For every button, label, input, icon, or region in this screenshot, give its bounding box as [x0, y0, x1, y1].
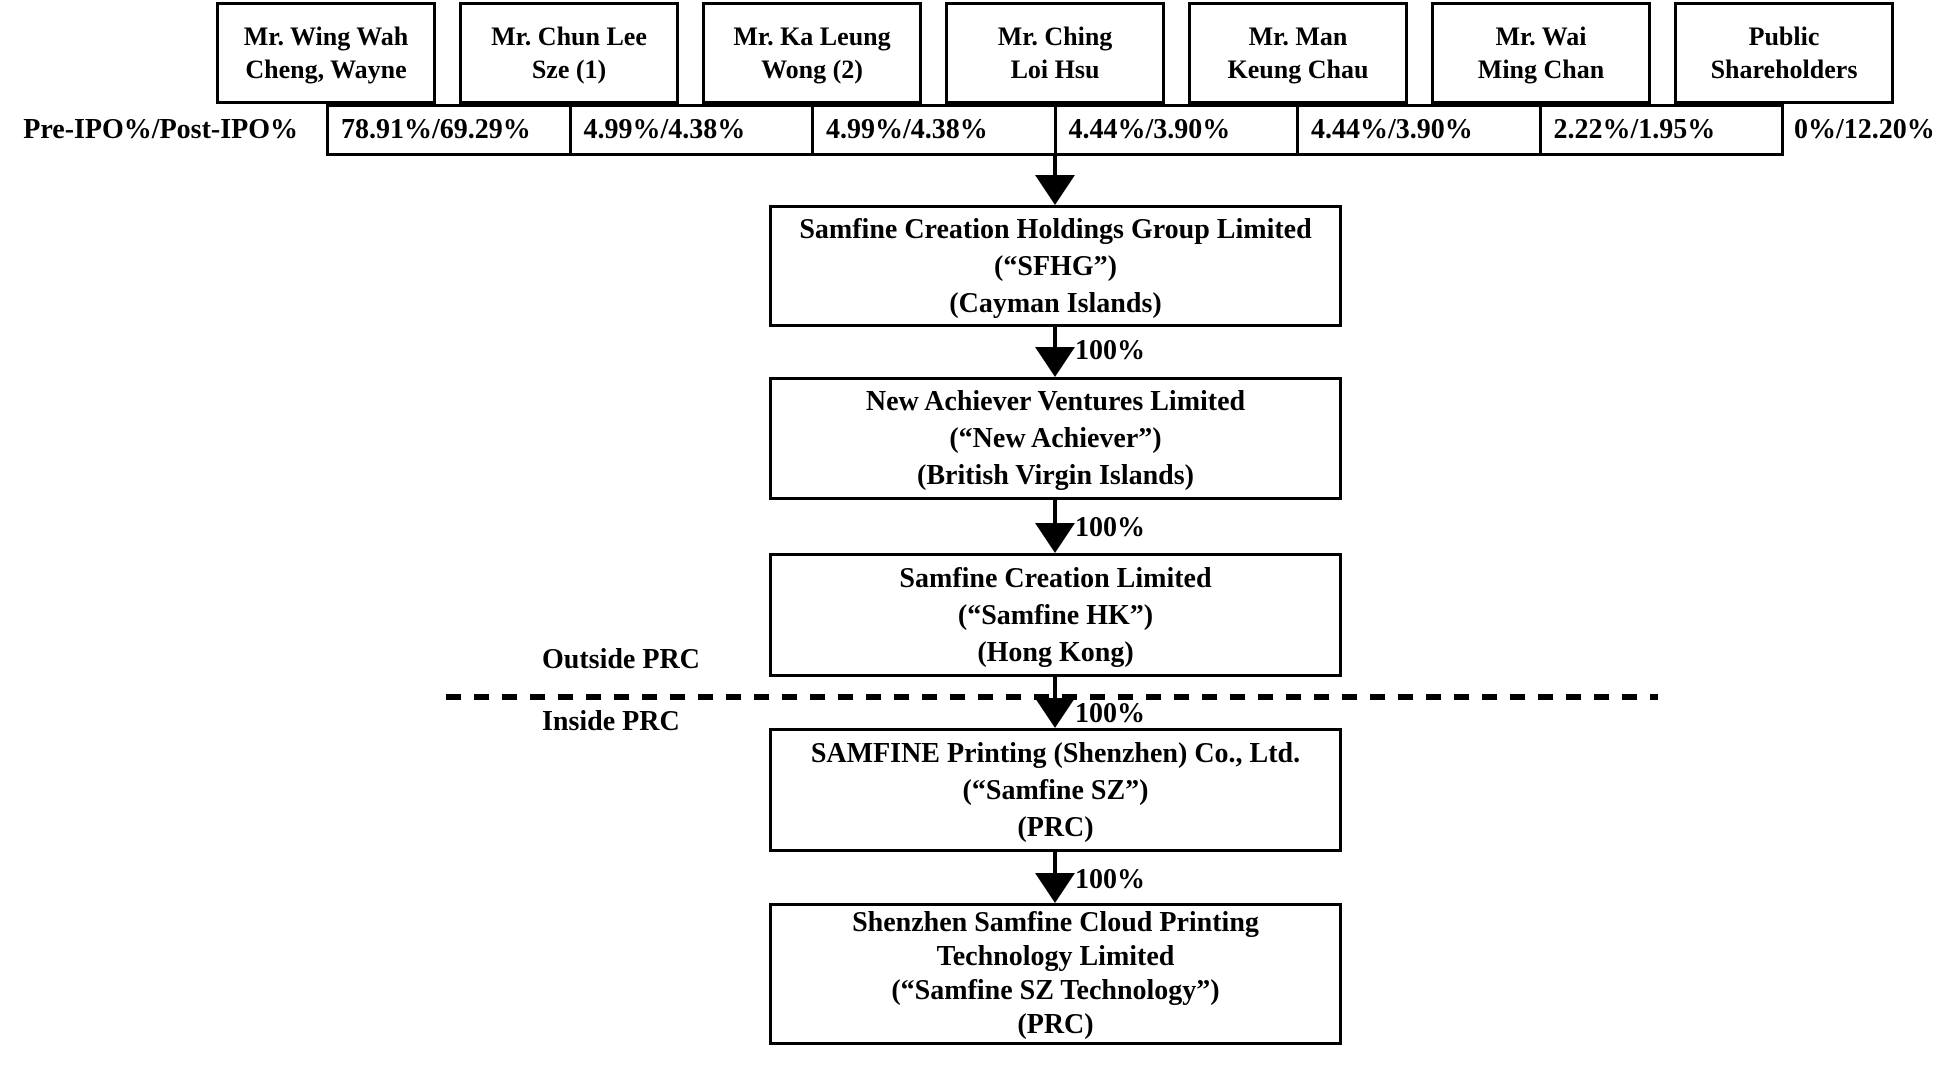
shareholder-name-line: Mr. Ching [997, 22, 1113, 51]
shareholder-name-line: Loi Hsu [1010, 55, 1100, 84]
shareholder-box-wai-ming-chan: Mr. Wai Ming Chan [1431, 2, 1651, 104]
company-name: Samfine Creation Limited [899, 562, 1212, 594]
company-shortname: (“SFHG”) [994, 250, 1117, 282]
shareholder-box-ka-leung-wong: Mr. Ka Leung Wong (2) [702, 2, 922, 104]
inside-prc-label: Inside PRC [542, 706, 680, 737]
arrow-down-icon [1035, 347, 1075, 377]
company-jurisdiction: (PRC) [1017, 811, 1094, 843]
ownership-pct-cell: 4.99%/4.38% [811, 107, 1054, 153]
shareholder-name-line: Mr. Wai [1495, 22, 1587, 51]
company-jurisdiction: (PRC) [1017, 1009, 1094, 1040]
ownership-pct-cell: 4.44%/3.90% [1053, 107, 1297, 153]
ownership-label: 100% [1075, 864, 1145, 895]
company-box-sfhg: Samfine Creation Holdings Group Limited … [769, 205, 1342, 327]
shareholder-name-line: Ming Chan [1477, 55, 1605, 84]
ownership-label: 100% [1075, 512, 1145, 543]
arrow-line [1053, 156, 1057, 190]
ownership-pct-public: 0%/12.20% [1794, 114, 1935, 145]
shareholder-name-line: Mr. Man [1248, 22, 1348, 51]
shareholder-name-line: Wong (2) [761, 55, 863, 84]
shareholder-box-chun-lee-sze: Mr. Chun Lee Sze (1) [459, 2, 679, 104]
company-box-samfine-sz: SAMFINE Printing (Shenzhen) Co., Ltd. (“… [769, 728, 1342, 852]
shareholder-name-line: Keung Chau [1227, 55, 1369, 84]
ownership-label: 100% [1075, 698, 1145, 729]
company-name: Technology Limited [936, 941, 1175, 972]
arrow-line [1053, 852, 1057, 880]
company-box-samfine-sz-technology: Shenzhen Samfine Cloud Printing Technolo… [769, 903, 1342, 1045]
arrow-down-icon [1035, 175, 1075, 205]
ownership-percentage-strip: 78.91%/69.29% 4.99%/4.38% 4.99%/4.38% 4.… [326, 104, 1784, 156]
shareholder-box-ching-loi-hsu: Mr. Ching Loi Hsu [945, 2, 1165, 104]
shareholder-box-wing-wah-cheng: Mr. Wing Wah Cheng, Wayne [216, 2, 436, 104]
company-name: Samfine Creation Holdings Group Limited [799, 213, 1312, 245]
arrow-down-icon [1035, 698, 1075, 728]
arrow-line [1053, 677, 1057, 705]
pre-post-ipo-row-label: Pre-IPO%/Post-IPO% [23, 114, 298, 145]
company-box-samfine-hk: Samfine Creation Limited (“Samfine HK”) … [769, 553, 1342, 677]
company-name: Shenzhen Samfine Cloud Printing [852, 907, 1259, 938]
arrow-down-icon [1035, 873, 1075, 903]
shareholder-name-line: Public [1748, 22, 1820, 51]
shareholder-box-man-keung-chau: Mr. Man Keung Chau [1188, 2, 1408, 104]
ownership-pct-cell: 4.44%/3.90% [1296, 107, 1539, 153]
company-jurisdiction: (British Virgin Islands) [917, 460, 1194, 491]
company-box-new-achiever: New Achiever Ventures Limited (“New Achi… [769, 377, 1342, 500]
company-name: SAMFINE Printing (Shenzhen) Co., Ltd. [810, 737, 1301, 769]
ownership-pct-cell: 4.99%/4.38% [568, 107, 812, 153]
ownership-label: 100% [1075, 335, 1145, 366]
shareholder-box-public-shareholders: Public Shareholders [1674, 2, 1894, 104]
company-shortname: (“Samfine SZ Technology”) [891, 975, 1220, 1006]
company-jurisdiction: (Hong Kong) [977, 636, 1134, 668]
arrow-line [1053, 500, 1057, 528]
shareholder-name-line: Mr. Chun Lee [491, 22, 647, 51]
shareholder-name-line: Shareholders [1710, 55, 1858, 84]
arrow-down-icon [1035, 523, 1075, 553]
company-jurisdiction: (Cayman Islands) [949, 287, 1162, 319]
arrow-line [1053, 327, 1057, 353]
company-shortname: (“Samfine SZ”) [962, 774, 1149, 806]
company-shortname: (“New Achiever”) [949, 423, 1162, 454]
ownership-pct-cell: 78.91%/69.29% [341, 114, 531, 145]
shareholder-name-line: Cheng, Wayne [245, 55, 407, 84]
shareholder-name-line: Sze (1) [531, 55, 607, 84]
outside-prc-label: Outside PRC [542, 644, 700, 675]
company-name: New Achiever Ventures Limited [865, 386, 1246, 417]
company-shortname: (“Samfine HK”) [957, 599, 1154, 631]
shareholder-name-line: Mr. Wing Wah [243, 22, 409, 51]
shareholder-name-line: Mr. Ka Leung [733, 22, 891, 51]
ownership-pct-cell: 2.22%/1.95% [1538, 107, 1782, 153]
prc-boundary-dashed-line [446, 694, 1658, 700]
